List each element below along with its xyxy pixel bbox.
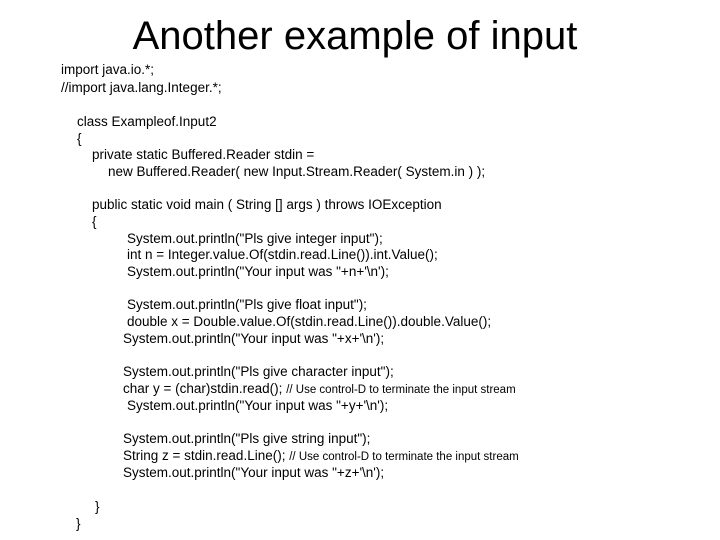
code-line-read-integer: int n = Integer.value.Of(stdin.read.Line… bbox=[127, 247, 438, 262]
code-line-prompt-char: System.out.println("Pls give character i… bbox=[123, 364, 394, 379]
code-line-field-decl: private static Buffered.Reader stdin = bbox=[92, 147, 315, 162]
code-line-main-decl: public static void main ( String [] args… bbox=[92, 197, 442, 212]
code-line-class-decl: class Exampleof.Input2 bbox=[77, 114, 217, 129]
code-line-field-init: new Buffered.Reader( new Input.Stream.Re… bbox=[108, 164, 486, 179]
code-line-echo-integer: System.out.println("Your input was "+n+'… bbox=[127, 264, 389, 279]
code-line-prompt-string: System.out.println("Pls give string inpu… bbox=[123, 431, 371, 446]
code-text: String z = stdin.read.Line(); bbox=[123, 448, 286, 463]
code-line-prompt-float: System.out.println("Pls give float input… bbox=[127, 297, 367, 312]
code-line-read-float: double x = Double.value.Of(stdin.read.Li… bbox=[127, 314, 492, 329]
code-line-main-close: } bbox=[95, 499, 100, 514]
code-line-import-integer: //import java.lang.Integer.*; bbox=[61, 80, 222, 95]
code-comment: // Use control-D to terminate the input … bbox=[286, 384, 516, 396]
code-line-class-close: } bbox=[76, 516, 81, 531]
code-line-main-open: { bbox=[92, 214, 97, 229]
code-line-echo-float: System.out.println("Your input was "+x+'… bbox=[123, 331, 385, 346]
code-line-echo-string: System.out.println("Your input was "+z+'… bbox=[123, 465, 385, 480]
code-line-read-char: char y = (char)stdin.read(); // Use cont… bbox=[123, 381, 516, 398]
code-text: char y = (char)stdin.read(); bbox=[123, 381, 283, 396]
code-line-echo-char: System.out.println("Your input was "+y+'… bbox=[127, 398, 389, 413]
code-line-prompt-integer: System.out.println("Pls give integer inp… bbox=[127, 231, 383, 246]
code-comment: // Use control-D to terminate the input … bbox=[289, 451, 519, 463]
code-line-read-string: String z = stdin.read.Line(); // Use con… bbox=[123, 448, 519, 465]
code-line-import-io: import java.io.*; bbox=[61, 62, 155, 77]
code-line-class-open: { bbox=[77, 131, 82, 146]
slide-title: Another example of input bbox=[132, 14, 578, 58]
